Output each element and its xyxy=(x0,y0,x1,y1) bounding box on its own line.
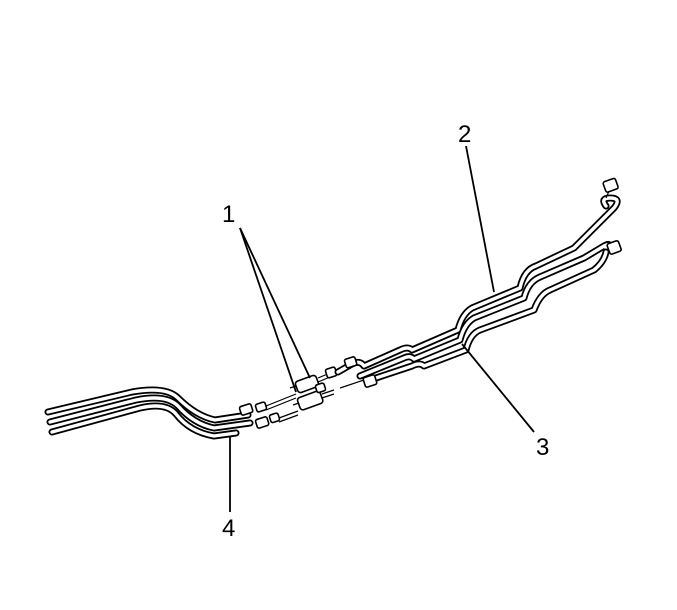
callout-4: 4 xyxy=(222,515,235,542)
callout-labels: 1 2 3 4 xyxy=(222,121,549,542)
leader-2 xyxy=(465,145,495,293)
fuel-feed-tube xyxy=(334,177,622,380)
rear-tube-bundle xyxy=(44,386,254,440)
callout-1: 1 xyxy=(222,201,235,228)
leader-lines xyxy=(229,145,535,512)
leader-3 xyxy=(461,343,535,433)
leader-1a xyxy=(239,227,297,393)
quick-connect-fittings xyxy=(238,366,338,429)
fuel-return-tube xyxy=(339,248,610,389)
leader-1b xyxy=(239,227,311,379)
callout-3: 3 xyxy=(536,434,549,461)
callout-2: 2 xyxy=(458,121,471,148)
